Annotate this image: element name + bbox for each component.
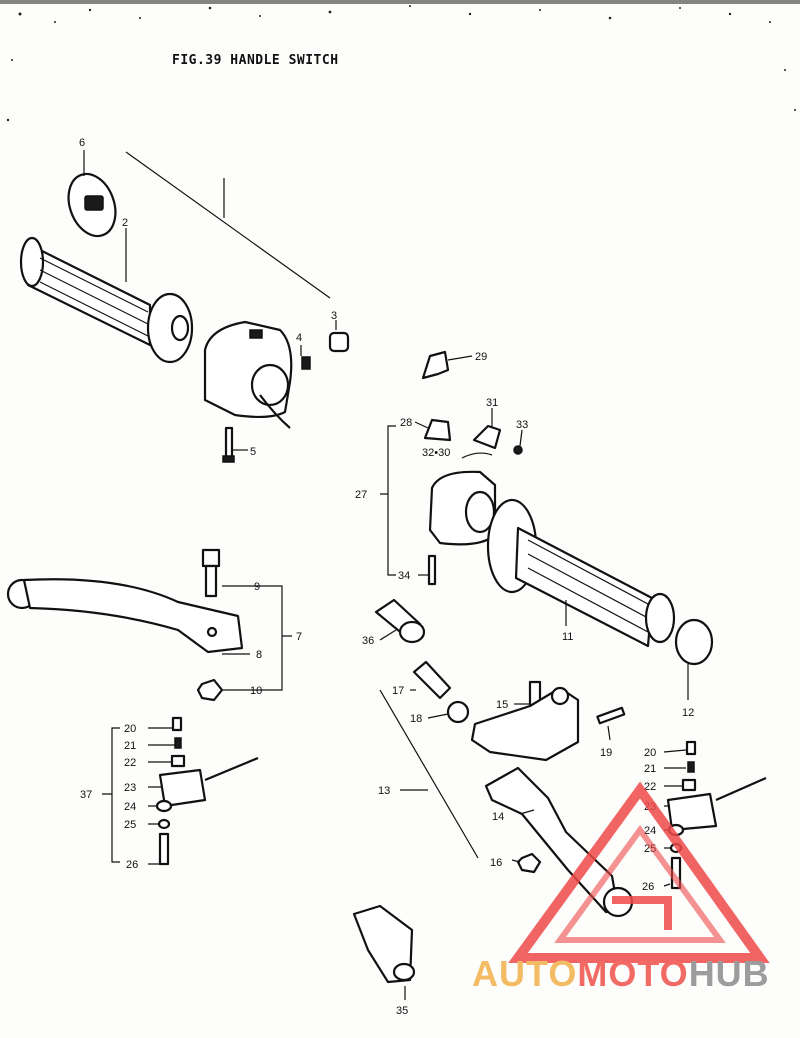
- part-4-screw: [301, 356, 311, 370]
- callout-18: 18: [410, 713, 422, 725]
- callout-6: 6: [79, 137, 85, 149]
- callout-26-right: 26: [642, 881, 654, 893]
- callout-8: 8: [256, 649, 262, 661]
- part-16-nut: [516, 852, 542, 874]
- callout-10: 10: [250, 685, 262, 697]
- leader-lines: [83, 150, 689, 1000]
- right-grip-assembly: [421, 350, 714, 666]
- callout-27: 27: [355, 489, 367, 501]
- part-14-brake-lever: [484, 766, 634, 918]
- part-21-spring: [174, 737, 182, 749]
- part-24-washer: [155, 799, 173, 813]
- callout-37: 37: [80, 789, 92, 801]
- callout-22: 22: [124, 757, 136, 769]
- part-10-nut: [196, 678, 224, 702]
- callout-26: 26: [126, 859, 138, 871]
- watermark-auto: AUTO: [472, 953, 577, 994]
- figure-title: FIG.39 HANDLE SWITCH: [172, 53, 339, 68]
- callout-25: 25: [124, 819, 136, 831]
- part-25-washer: [157, 818, 171, 830]
- part-13-master-cylinder: [470, 686, 580, 762]
- callout-34: 34: [398, 570, 410, 582]
- part-right-wire: [715, 776, 767, 802]
- part-37-wire: [204, 756, 259, 782]
- callout-13: 13: [378, 785, 390, 797]
- part-20: [171, 716, 183, 732]
- watermark-moto: MOTO: [577, 953, 688, 994]
- part-26-screw: [158, 832, 170, 866]
- callout-20: 20: [124, 723, 136, 735]
- part-17-bolt: [412, 660, 452, 700]
- part-12-end-cap: [674, 618, 714, 666]
- part-35-lever-boot: [352, 904, 416, 984]
- left-lever-assembly: [6, 548, 244, 702]
- callout-16: 16: [490, 857, 502, 869]
- part-9-pivot-bolt: [201, 548, 221, 598]
- part-27-throttle-housing: [428, 470, 497, 546]
- callout-24: 24: [124, 801, 136, 813]
- part-18-bushing: [446, 700, 470, 724]
- watermark-text: AUTOMOTOHUB: [472, 953, 770, 994]
- callout-35: 35: [396, 1005, 408, 1017]
- part-31-plate: [472, 424, 502, 450]
- callout-labels: 6 2 3 4 5 29 28 31 33 32•30 27 34 11 12 …: [79, 137, 694, 1017]
- callout-3: 3: [331, 310, 337, 322]
- callout-12: 12: [682, 707, 694, 719]
- callout-5: 5: [250, 446, 256, 458]
- callout-19: 19: [600, 747, 612, 759]
- callout-28: 28: [400, 417, 412, 429]
- part-1-left-switch-housing: [203, 320, 293, 429]
- callout-29: 29: [475, 351, 487, 363]
- part-28-bracket: [423, 418, 452, 442]
- part-20-right: [685, 740, 697, 756]
- watermark-triangle-logo: [508, 781, 770, 963]
- callout-22-right: 22: [644, 781, 656, 793]
- callout-23: 23: [124, 782, 136, 794]
- part-29-cable-guide: [421, 350, 450, 380]
- callout-24-right: 24: [644, 825, 656, 837]
- callout-7: 7: [296, 631, 302, 643]
- callout-21: 21: [124, 740, 136, 752]
- callout-31: 31: [486, 397, 498, 409]
- callout-2: 2: [122, 217, 128, 229]
- part-33-screw: [513, 445, 523, 455]
- callout-20-right: 20: [644, 747, 656, 759]
- callout-9: 9: [254, 581, 260, 593]
- part-19-screw: [596, 706, 626, 725]
- part-5-screw: [222, 426, 235, 463]
- part-2-left-grip: [19, 236, 194, 364]
- part-22: [170, 754, 186, 768]
- right-lever-assembly: [352, 598, 767, 984]
- callout-14: 14: [492, 811, 504, 823]
- part-7-clutch-lever: [6, 578, 244, 654]
- callout-36: 36: [362, 635, 374, 647]
- left-grip-assembly: [19, 172, 350, 463]
- automotohub-watermark: AUTOMOTOHUB: [472, 781, 770, 994]
- callout-33: 33: [516, 419, 528, 431]
- callout-15: 15: [496, 699, 508, 711]
- watermark-hub: HUB: [689, 953, 770, 994]
- part-6-end-cap: [67, 172, 117, 238]
- callout-4: 4: [296, 332, 302, 344]
- part-23-right-base: [666, 792, 718, 832]
- callout-32-30: 32•30: [422, 447, 450, 459]
- callout-11: 11: [562, 631, 573, 643]
- part-36-boot: [374, 598, 426, 644]
- part-23-switch-base: [158, 768, 207, 808]
- left-switch-parts-37: [155, 716, 259, 866]
- part-22-right: [681, 778, 697, 792]
- part-30-spring: [461, 452, 493, 459]
- callout-17: 17: [392, 685, 404, 697]
- scan-noise: [0, 0, 800, 122]
- part-34-screw: [427, 554, 437, 586]
- part-11-throttle-grip: [486, 498, 676, 648]
- part-3-nut: [328, 331, 350, 353]
- part-21-right-spring: [687, 761, 695, 773]
- callout-21-right: 21: [644, 763, 656, 775]
